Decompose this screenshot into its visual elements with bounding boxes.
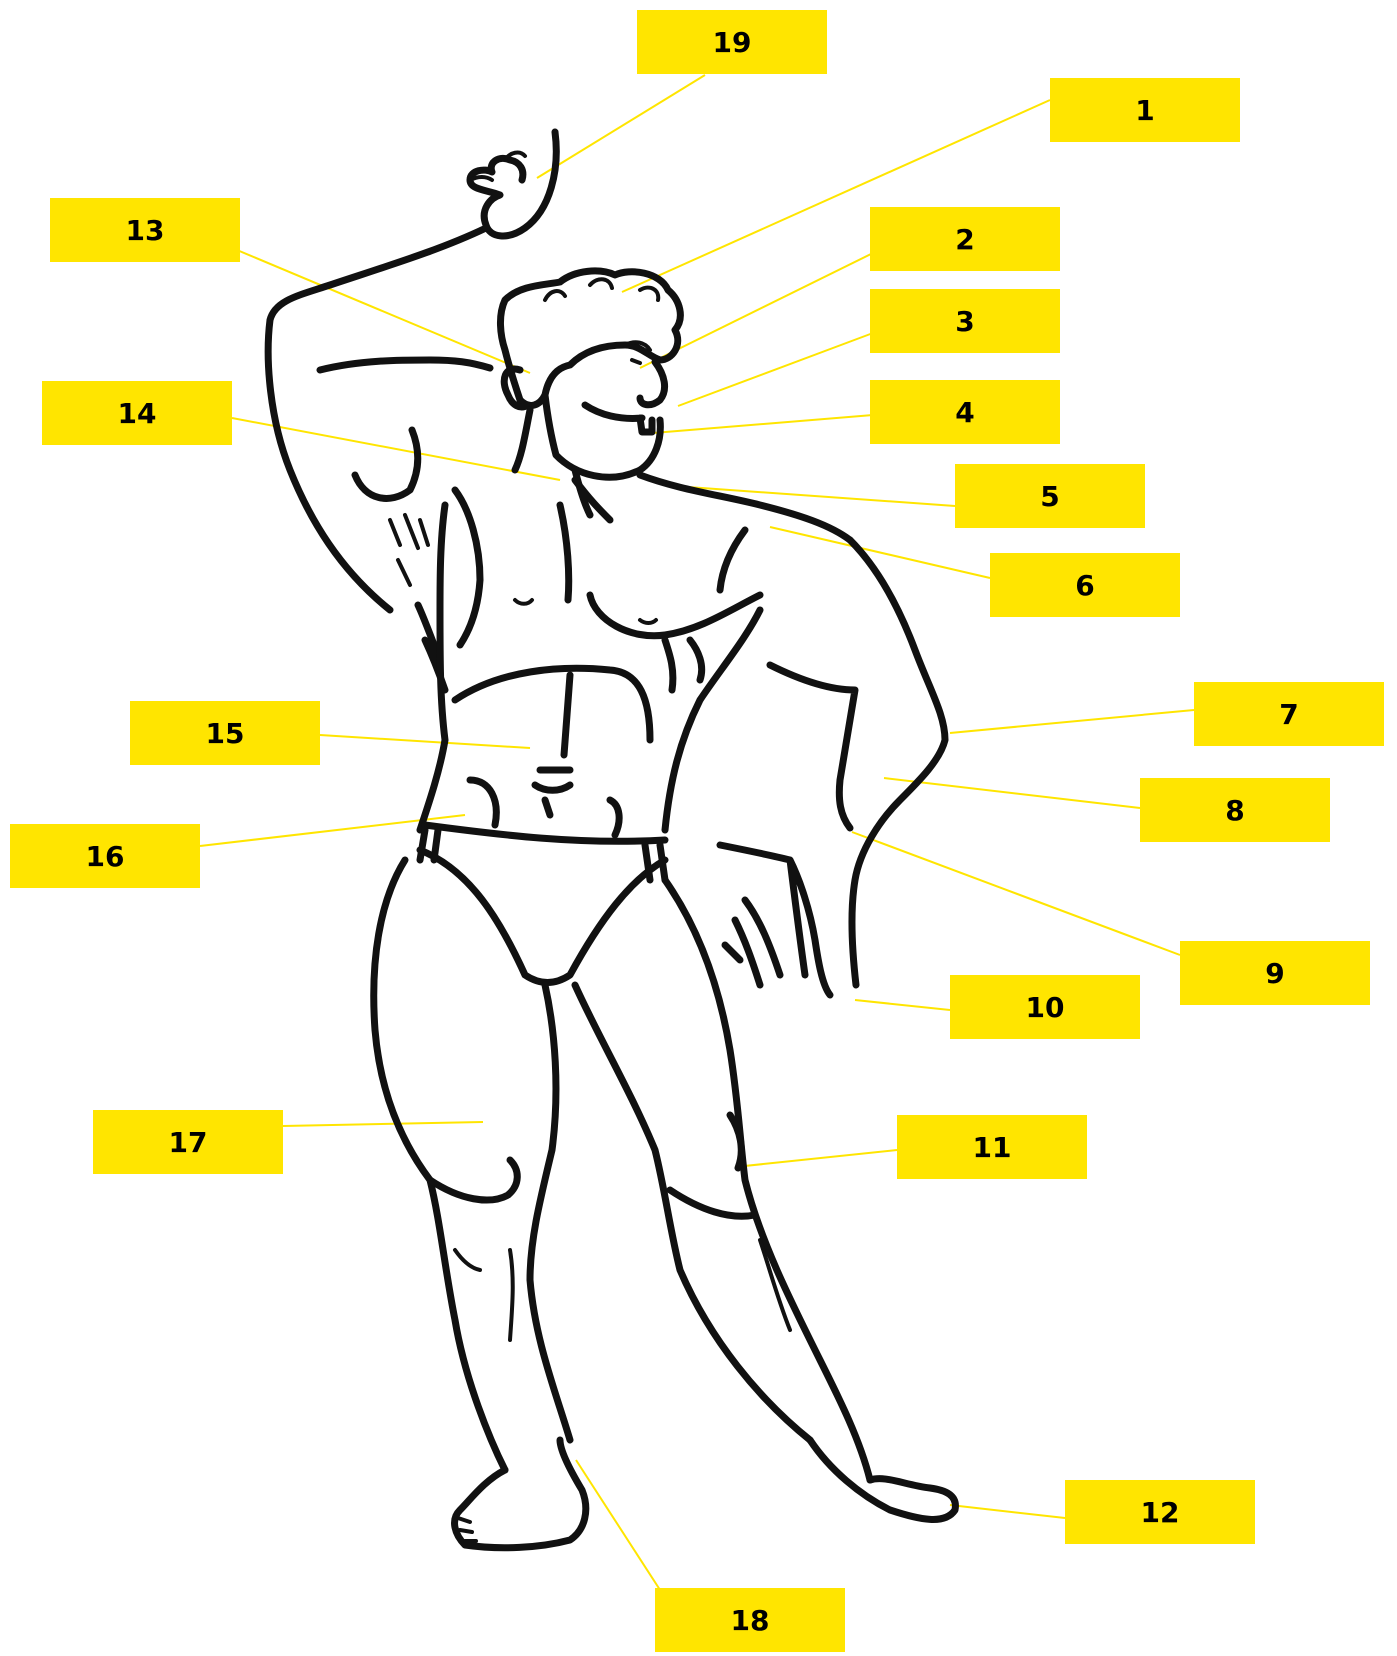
armpit-line	[351, 426, 422, 502]
label-15: 15	[130, 701, 320, 765]
leader-line-19	[536, 74, 706, 179]
label-9: 9	[1180, 941, 1370, 1005]
leader-line-17	[282, 1121, 484, 1127]
raised-arm-inner	[316, 356, 494, 374]
label-18: 18	[655, 1588, 845, 1652]
torso-left-side	[416, 501, 449, 834]
nose	[636, 358, 669, 409]
shoulder-line	[636, 471, 854, 544]
akimbo-arm-inner	[766, 661, 859, 832]
right-calf-line	[758, 1238, 792, 1332]
pec-left	[451, 486, 484, 649]
left-foot	[451, 1436, 590, 1552]
ear	[500, 365, 532, 411]
raised-hand-outline	[466, 128, 560, 240]
label-8: 8	[1140, 778, 1330, 842]
trunks-waistband	[421, 821, 669, 845]
right-thigh-outer	[661, 876, 874, 1484]
label-6: 6	[990, 553, 1180, 617]
eye-brow	[623, 340, 652, 365]
label-13: 13	[50, 198, 240, 262]
hair-outline	[497, 267, 684, 409]
armpit-hair	[388, 513, 430, 587]
leader-line-9	[851, 831, 1181, 956]
abs-upper	[451, 664, 654, 744]
leader-line-3	[677, 332, 874, 407]
hip-curves	[466, 776, 623, 839]
label-1: 1	[1050, 78, 1240, 142]
pec-right	[586, 591, 764, 640]
leader-line-5	[687, 486, 956, 507]
bicep-line	[716, 526, 749, 594]
label-19: 19	[637, 10, 827, 74]
left-knee	[426, 1156, 521, 1204]
leader-line-8	[883, 777, 1141, 809]
label-14: 14	[42, 381, 232, 445]
label-2: 2	[870, 207, 1060, 271]
mouth	[581, 401, 656, 436]
leader-line-15	[319, 734, 531, 749]
left-thigh-inner	[526, 981, 574, 1444]
sternum	[556, 476, 614, 604]
leader-line-12	[949, 1504, 1066, 1519]
neck	[511, 406, 594, 519]
label-5: 5	[955, 464, 1145, 528]
hand-on-hip	[716, 841, 834, 999]
label-10: 10	[950, 975, 1140, 1039]
left-toes	[456, 1516, 478, 1543]
label-4: 4	[870, 380, 1060, 444]
right-foot	[806, 1436, 959, 1523]
right-thigh-inner	[571, 981, 814, 1444]
muscular-man-drawing	[264, 128, 959, 1552]
label-11: 11	[897, 1115, 1087, 1179]
leader-line-6	[769, 526, 991, 579]
label-16: 16	[10, 824, 200, 888]
leader-line-10	[854, 999, 951, 1011]
leader-line-1	[621, 99, 1051, 293]
left-thigh-outer	[370, 856, 509, 1474]
label-7: 7	[1194, 682, 1384, 746]
label-12: 12	[1065, 1480, 1255, 1544]
leader-line-4	[652, 414, 874, 434]
label-17: 17	[93, 1110, 283, 1174]
navel	[541, 796, 554, 819]
leader-line-14	[231, 417, 561, 481]
face-jaw	[541, 391, 664, 481]
abs-line	[531, 671, 574, 794]
leader-line-7	[949, 709, 1195, 734]
trunks-stripes	[416, 826, 669, 884]
leader-lines	[199, 74, 1195, 1594]
label-3: 3	[870, 289, 1060, 353]
leader-line-18	[575, 1459, 663, 1594]
leader-line-13	[236, 249, 531, 374]
right-knee	[666, 1111, 759, 1220]
nipples	[513, 598, 658, 625]
torso-right-side	[661, 606, 764, 834]
raised-hand-fingers	[468, 150, 527, 182]
raised-arm-outer	[264, 224, 490, 614]
leader-line-11	[734, 1149, 898, 1168]
trunks-outline	[416, 846, 669, 986]
left-shin-line	[453, 1248, 515, 1342]
hair-curls	[543, 277, 661, 302]
ribs	[414, 601, 706, 694]
akimbo-arm-outer	[846, 536, 949, 989]
